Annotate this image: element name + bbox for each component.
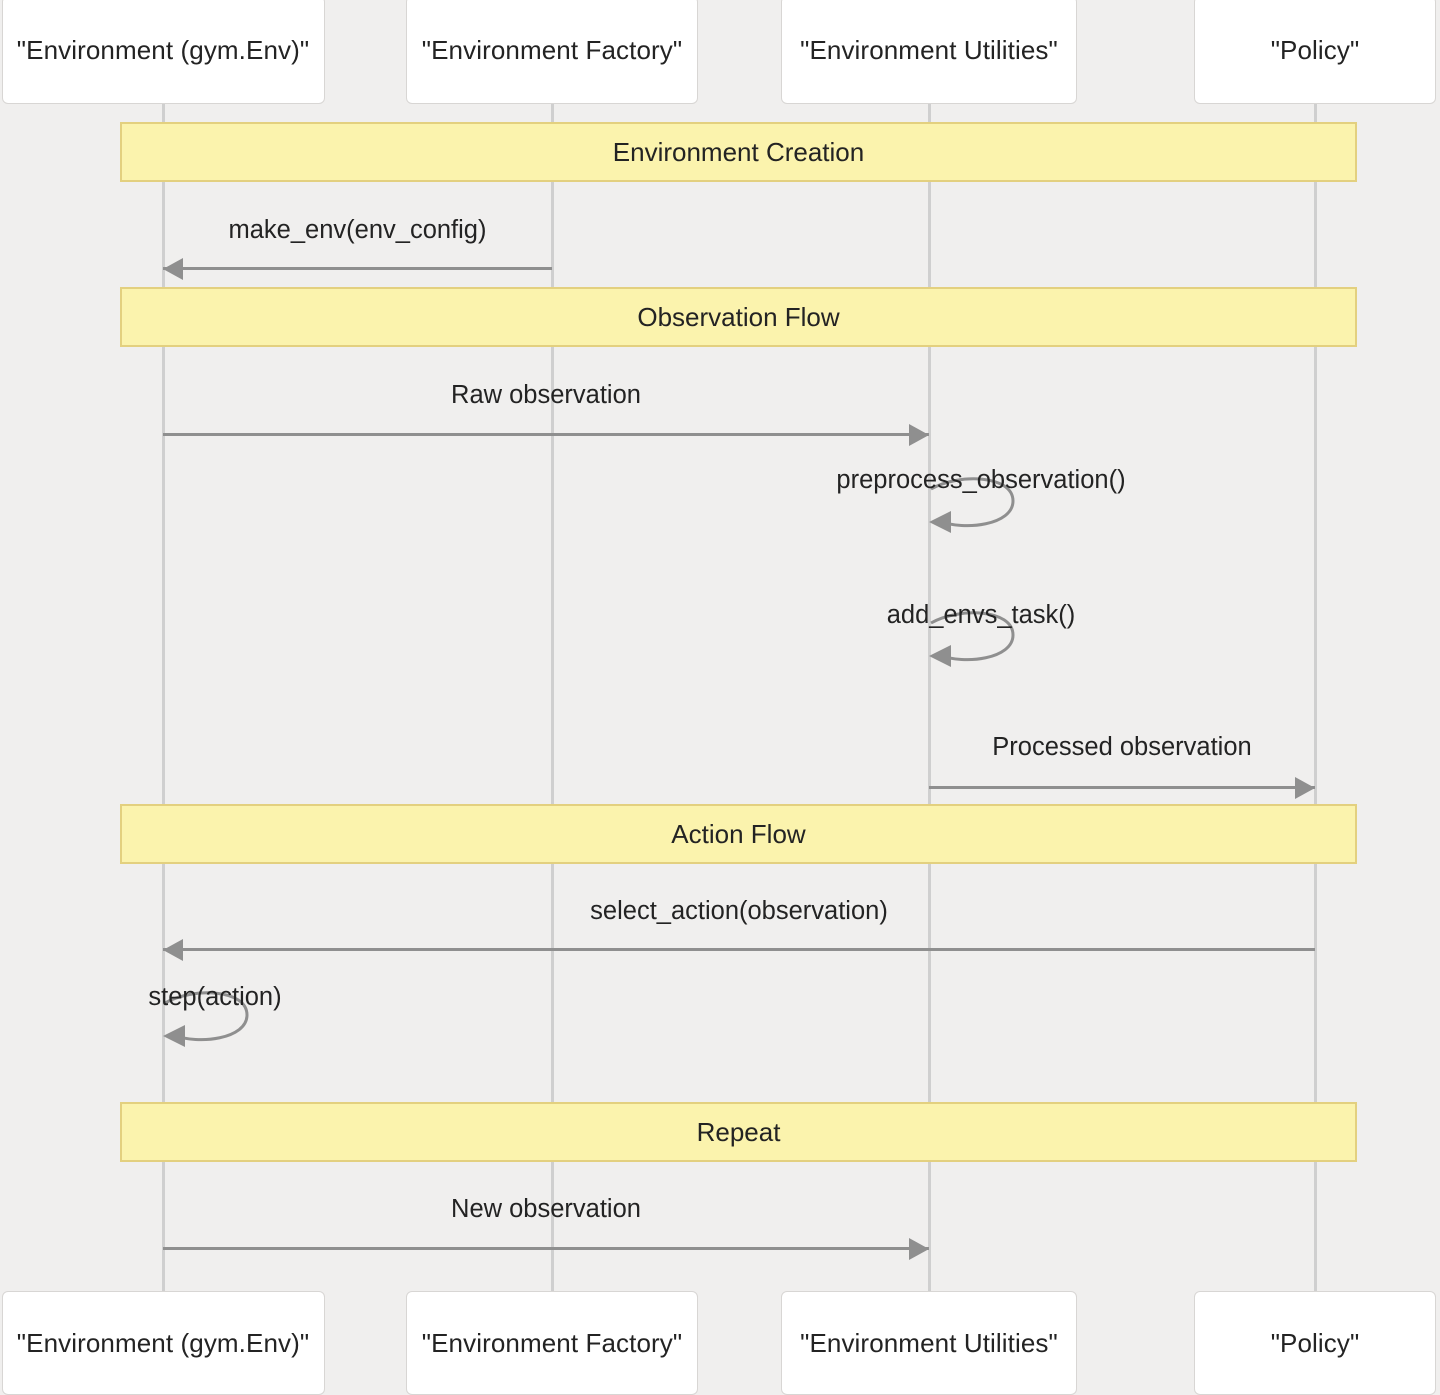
actor-label-top: "Policy" [1270, 34, 1360, 65]
message-line-raw-observation [163, 433, 929, 436]
message-label-new-observation: New observation [451, 1195, 641, 1223]
message-label-preprocess-observation: preprocess_observation() [836, 466, 1126, 494]
section-band-observation-flow: Observation Flow [120, 287, 1357, 347]
actor-box-factory-top[interactable]: "Environment Factory" [406, 0, 698, 104]
actor-label-bottom: "Environment Factory" [421, 1327, 683, 1358]
message-line-make-env [163, 267, 552, 270]
lifeline-policy [1314, 104, 1317, 1291]
lifeline-utils [928, 104, 931, 1291]
message-line-new-observation [163, 1247, 929, 1250]
actor-label-top: "Environment (gym.Env)" [16, 34, 310, 65]
message-label-select-action: select_action(observation) [590, 897, 888, 925]
message-line-select-action [163, 948, 1315, 951]
message-label-add-envs-task: add_envs_task() [886, 601, 1076, 629]
arrowhead-select-action [163, 939, 183, 961]
arrowhead-make-env [163, 258, 183, 280]
actor-label-top: "Environment Utilities" [800, 34, 1058, 65]
section-band-label: Environment Creation [612, 136, 865, 167]
actor-box-factory-bottom[interactable]: "Environment Factory" [406, 1291, 698, 1395]
actor-box-env-top[interactable]: "Environment (gym.Env)" [1, 0, 325, 104]
message-label-make-env: make_env(env_config) [228, 216, 487, 244]
message-line-processed-observation [929, 786, 1315, 789]
actor-label-bottom: "Environment (gym.Env)" [16, 1327, 310, 1358]
arrowhead-raw-observation [909, 424, 929, 446]
section-band-repeat: Repeat [120, 1102, 1357, 1162]
message-label-raw-observation: Raw observation [451, 381, 641, 409]
section-band-action-flow: Action Flow [120, 804, 1357, 864]
actor-label-bottom: "Environment Utilities" [800, 1327, 1058, 1358]
lifeline-factory [551, 104, 554, 1291]
actor-box-env-bottom[interactable]: "Environment (gym.Env)" [1, 1291, 325, 1395]
actor-box-policy-top[interactable]: "Policy" [1194, 0, 1436, 104]
message-label-step-action: step(action) [148, 983, 282, 1011]
self-message-step-action [163, 989, 273, 1069]
self-message-add-envs-task [929, 609, 1039, 689]
arrowhead-processed-observation [1295, 777, 1315, 799]
actor-box-policy-bottom[interactable]: "Policy" [1194, 1291, 1436, 1395]
lifeline-env [162, 104, 165, 1291]
section-band-label: Repeat [696, 1116, 781, 1147]
self-message-preprocess-observation [929, 475, 1039, 555]
section-band-label: Action Flow [671, 818, 806, 849]
actor-box-utils-top[interactable]: "Environment Utilities" [781, 0, 1077, 104]
arrowhead-new-observation [909, 1238, 929, 1260]
actor-box-utils-bottom[interactable]: "Environment Utilities" [781, 1291, 1077, 1395]
actor-label-bottom: "Policy" [1270, 1327, 1360, 1358]
section-band-environment-creation: Environment Creation [120, 122, 1357, 182]
message-label-processed-observation: Processed observation [992, 733, 1252, 761]
section-band-label: Observation Flow [637, 301, 840, 332]
actor-label-top: "Environment Factory" [421, 34, 683, 65]
